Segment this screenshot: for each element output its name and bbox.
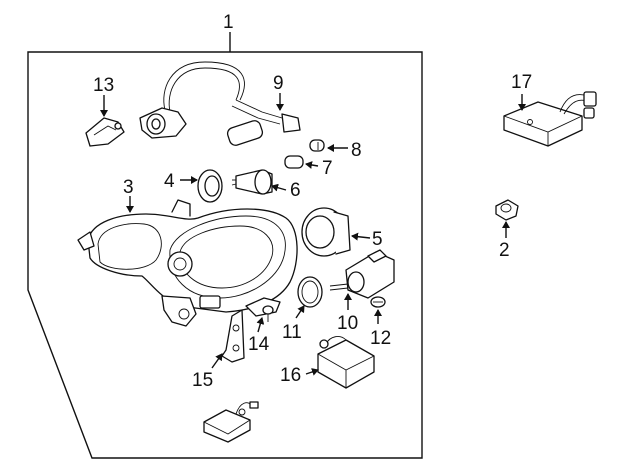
- callout-17: 17: [511, 72, 532, 93]
- callout-4: 4: [164, 171, 175, 192]
- part-9-socket-harness: [139, 61, 301, 146]
- part-16-ballast: [317, 336, 375, 389]
- part-11-adjuster-ring: [297, 276, 323, 308]
- ballast-module-small: [203, 401, 259, 443]
- part-17-module: [503, 91, 597, 147]
- callout-3: 3: [123, 177, 134, 198]
- callout-16: 16: [280, 365, 301, 386]
- callout-10: 10: [337, 313, 358, 334]
- part-8-bulb: [309, 139, 325, 152]
- callout-5: 5: [372, 229, 383, 250]
- callout-7: 7: [322, 158, 333, 179]
- part-7-bulb: [284, 155, 304, 169]
- leader-7: [305, 161, 319, 169]
- callout-8: 8: [351, 140, 362, 161]
- part-10-leveling-motor: [329, 249, 395, 299]
- leader-6: [271, 183, 287, 192]
- leader-14: [256, 317, 265, 333]
- callout-11: 11: [282, 322, 302, 343]
- callout-14: 14: [248, 334, 270, 355]
- part-15-bracket: [221, 309, 245, 363]
- leader-15: [211, 353, 223, 369]
- leader-16: [305, 368, 319, 376]
- callout-13: 13: [93, 75, 114, 96]
- assembly-boundary: [27, 51, 423, 459]
- part-2-clip: [495, 199, 519, 221]
- part-3-headlamp: [77, 199, 298, 327]
- leader-11: [295, 305, 305, 319]
- callout-1: 1: [223, 12, 234, 33]
- part-4-seal-ring: [197, 169, 223, 203]
- callout-12: 12: [370, 328, 391, 349]
- part-13-bracket: [85, 117, 125, 147]
- callout-6: 6: [290, 180, 301, 201]
- leader-5: [351, 232, 371, 241]
- callout-2: 2: [499, 240, 510, 261]
- part-14-gasket: [245, 297, 281, 322]
- callout-9: 9: [273, 73, 284, 94]
- part-6-bulb: [231, 169, 273, 195]
- callout-15: 15: [192, 370, 213, 391]
- part-5-bezel-ring: [301, 207, 351, 257]
- part-12-clip: [370, 296, 386, 308]
